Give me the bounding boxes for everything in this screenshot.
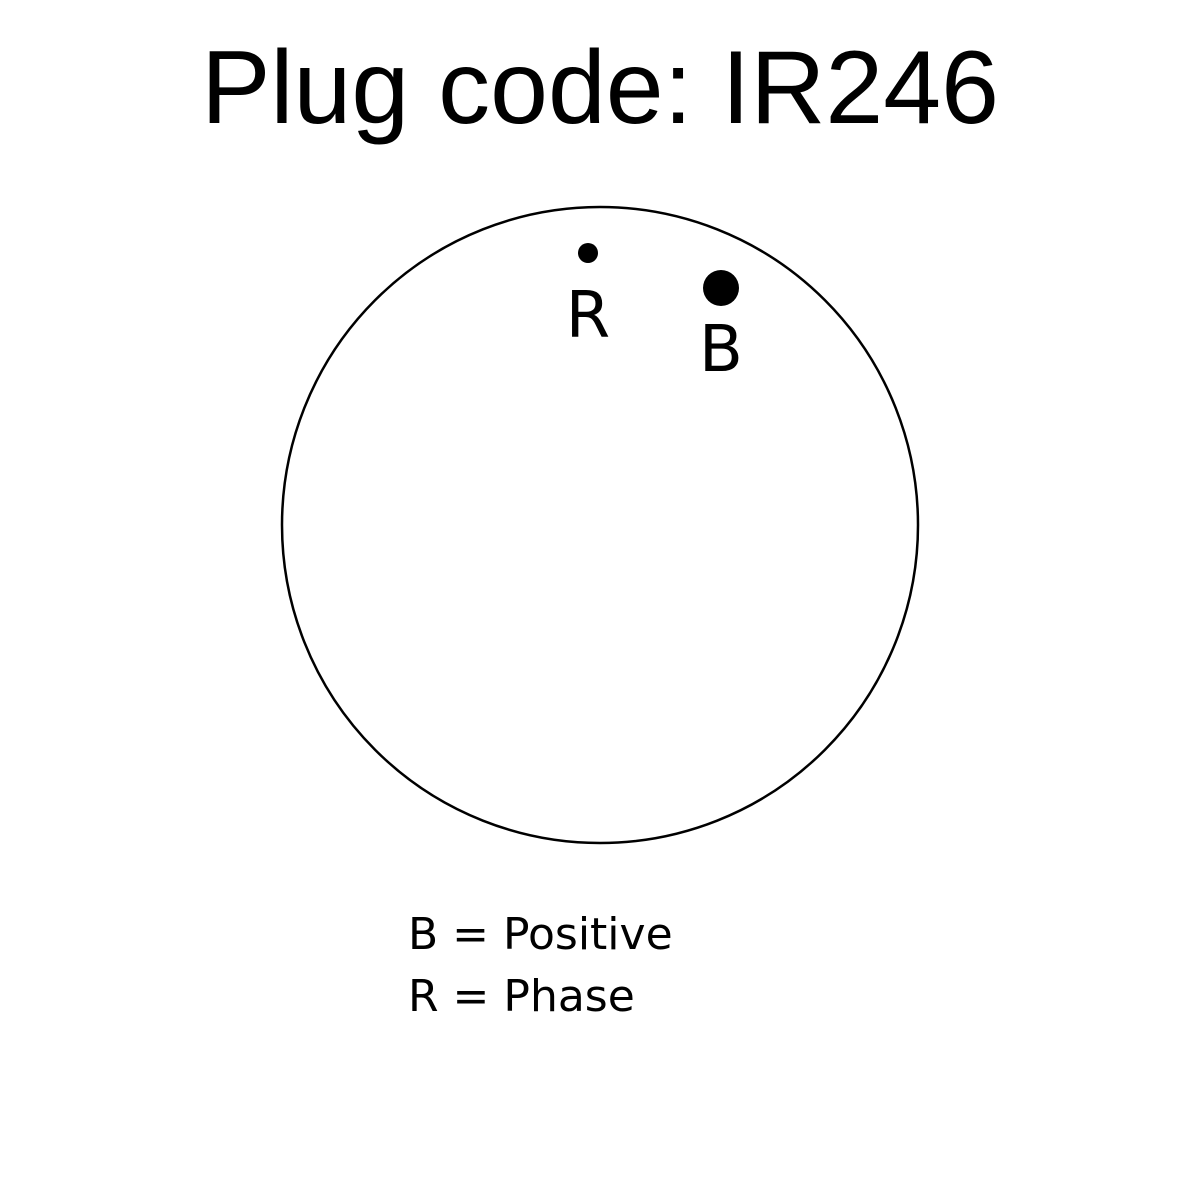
plug-face-outline (280, 205, 920, 845)
pin-r-label: R (566, 279, 610, 353)
pin-b-dot (703, 270, 739, 306)
legend-item-phase: R = Phase (408, 971, 635, 1022)
legend-item-positive: B = Positive (408, 909, 673, 960)
page-title: Plug code: IR246 (201, 30, 999, 146)
pin-legend: B = Positive R = Phase (408, 904, 673, 1028)
pin-r-dot (578, 243, 598, 263)
pin-b-label: B (699, 313, 743, 387)
